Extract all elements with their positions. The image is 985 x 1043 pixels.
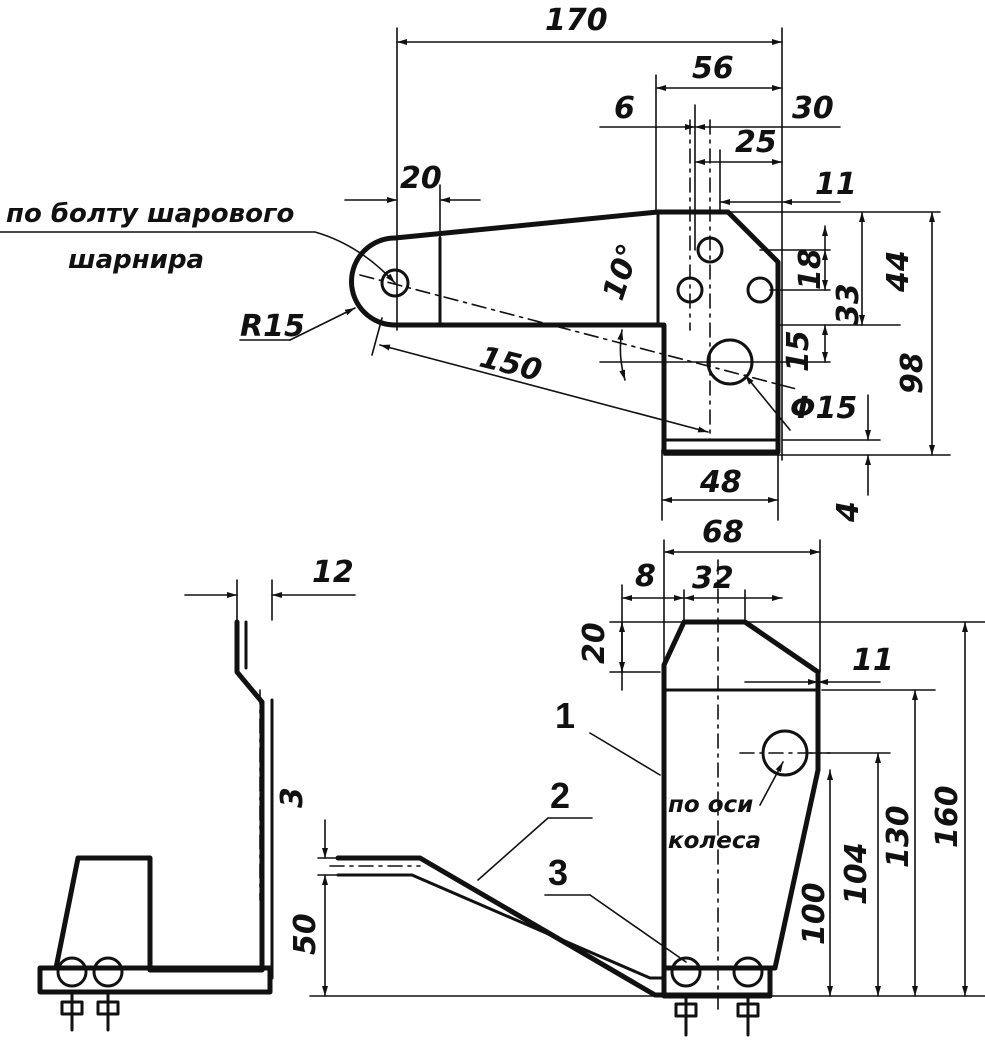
dim-50: 50	[288, 913, 323, 955]
dim-130: 130	[881, 805, 916, 868]
dim-20: 20	[400, 161, 442, 196]
dim-98: 98	[895, 352, 930, 394]
dim-48: 48	[699, 465, 742, 500]
leader-ball-joint	[0, 231, 396, 284]
dim-8: 8	[635, 559, 656, 594]
leader-axle	[759, 761, 784, 806]
top-bracket-eye	[349, 235, 398, 328]
note-ball-joint-line2: шарнира	[68, 245, 204, 275]
dim-32: 32	[692, 561, 734, 596]
note-ball-joint-line1: по болту шарового	[6, 199, 294, 229]
dim-100: 100	[797, 882, 832, 945]
part-label-3: 3	[548, 852, 568, 893]
dim-33: 33	[831, 283, 866, 325]
part-label-1: 1	[555, 695, 575, 736]
dim-phi15: Φ15	[790, 391, 857, 426]
leader-phi15	[744, 374, 791, 431]
dim-15: 15	[781, 330, 816, 372]
centerline	[359, 274, 801, 391]
side-nut	[92, 956, 124, 988]
dim-44: 44	[881, 250, 916, 293]
dim-56: 56	[692, 51, 734, 86]
side-nut	[56, 956, 88, 988]
part-label-2: 2	[550, 775, 570, 816]
dim-11: 11	[815, 167, 857, 202]
angle-arc-10	[617, 329, 626, 381]
side-base-plate	[37, 965, 273, 995]
note-axle-line2: колеса	[668, 828, 761, 854]
leader-part-1	[589, 732, 661, 776]
dim-18: 18	[793, 248, 828, 290]
front-nut	[670, 956, 702, 988]
dim-104: 104	[839, 842, 874, 905]
dim-line-150	[379, 344, 709, 433]
dim-r15: R15	[240, 309, 305, 344]
dim-160: 160	[930, 785, 965, 848]
dim-25: 25	[735, 125, 777, 160]
bottom-view: 12	[37, 515, 985, 1037]
dim-12: 12	[312, 555, 354, 590]
dim-6: 6	[614, 91, 635, 126]
dim-68: 68	[702, 515, 744, 550]
side-bracket-strip	[147, 619, 265, 973]
dim-10-deg: 10°	[596, 240, 647, 305]
ball-joint-hole	[380, 268, 410, 298]
dim-170: 170	[545, 3, 608, 38]
dim-11-front: 11	[852, 643, 894, 678]
dim-20-front: 20	[577, 622, 612, 664]
front-base-plate	[661, 965, 773, 999]
leader-part-3	[589, 894, 687, 963]
note-axle-line1: по оси	[668, 792, 753, 818]
dim-150: 150	[476, 340, 545, 389]
leader-part-2	[477, 817, 549, 881]
dim-30: 30	[792, 91, 834, 126]
dim-4: 4	[831, 501, 866, 523]
side-knuckle	[53, 855, 153, 971]
dim-3: 3	[275, 787, 310, 808]
top-view: 170 56 6 30 25 20 11 18 33 44 98 15 4 48…	[0, 3, 951, 523]
front-nut	[732, 956, 764, 988]
leader-r15	[289, 307, 356, 341]
bolt-circle	[746, 276, 774, 304]
